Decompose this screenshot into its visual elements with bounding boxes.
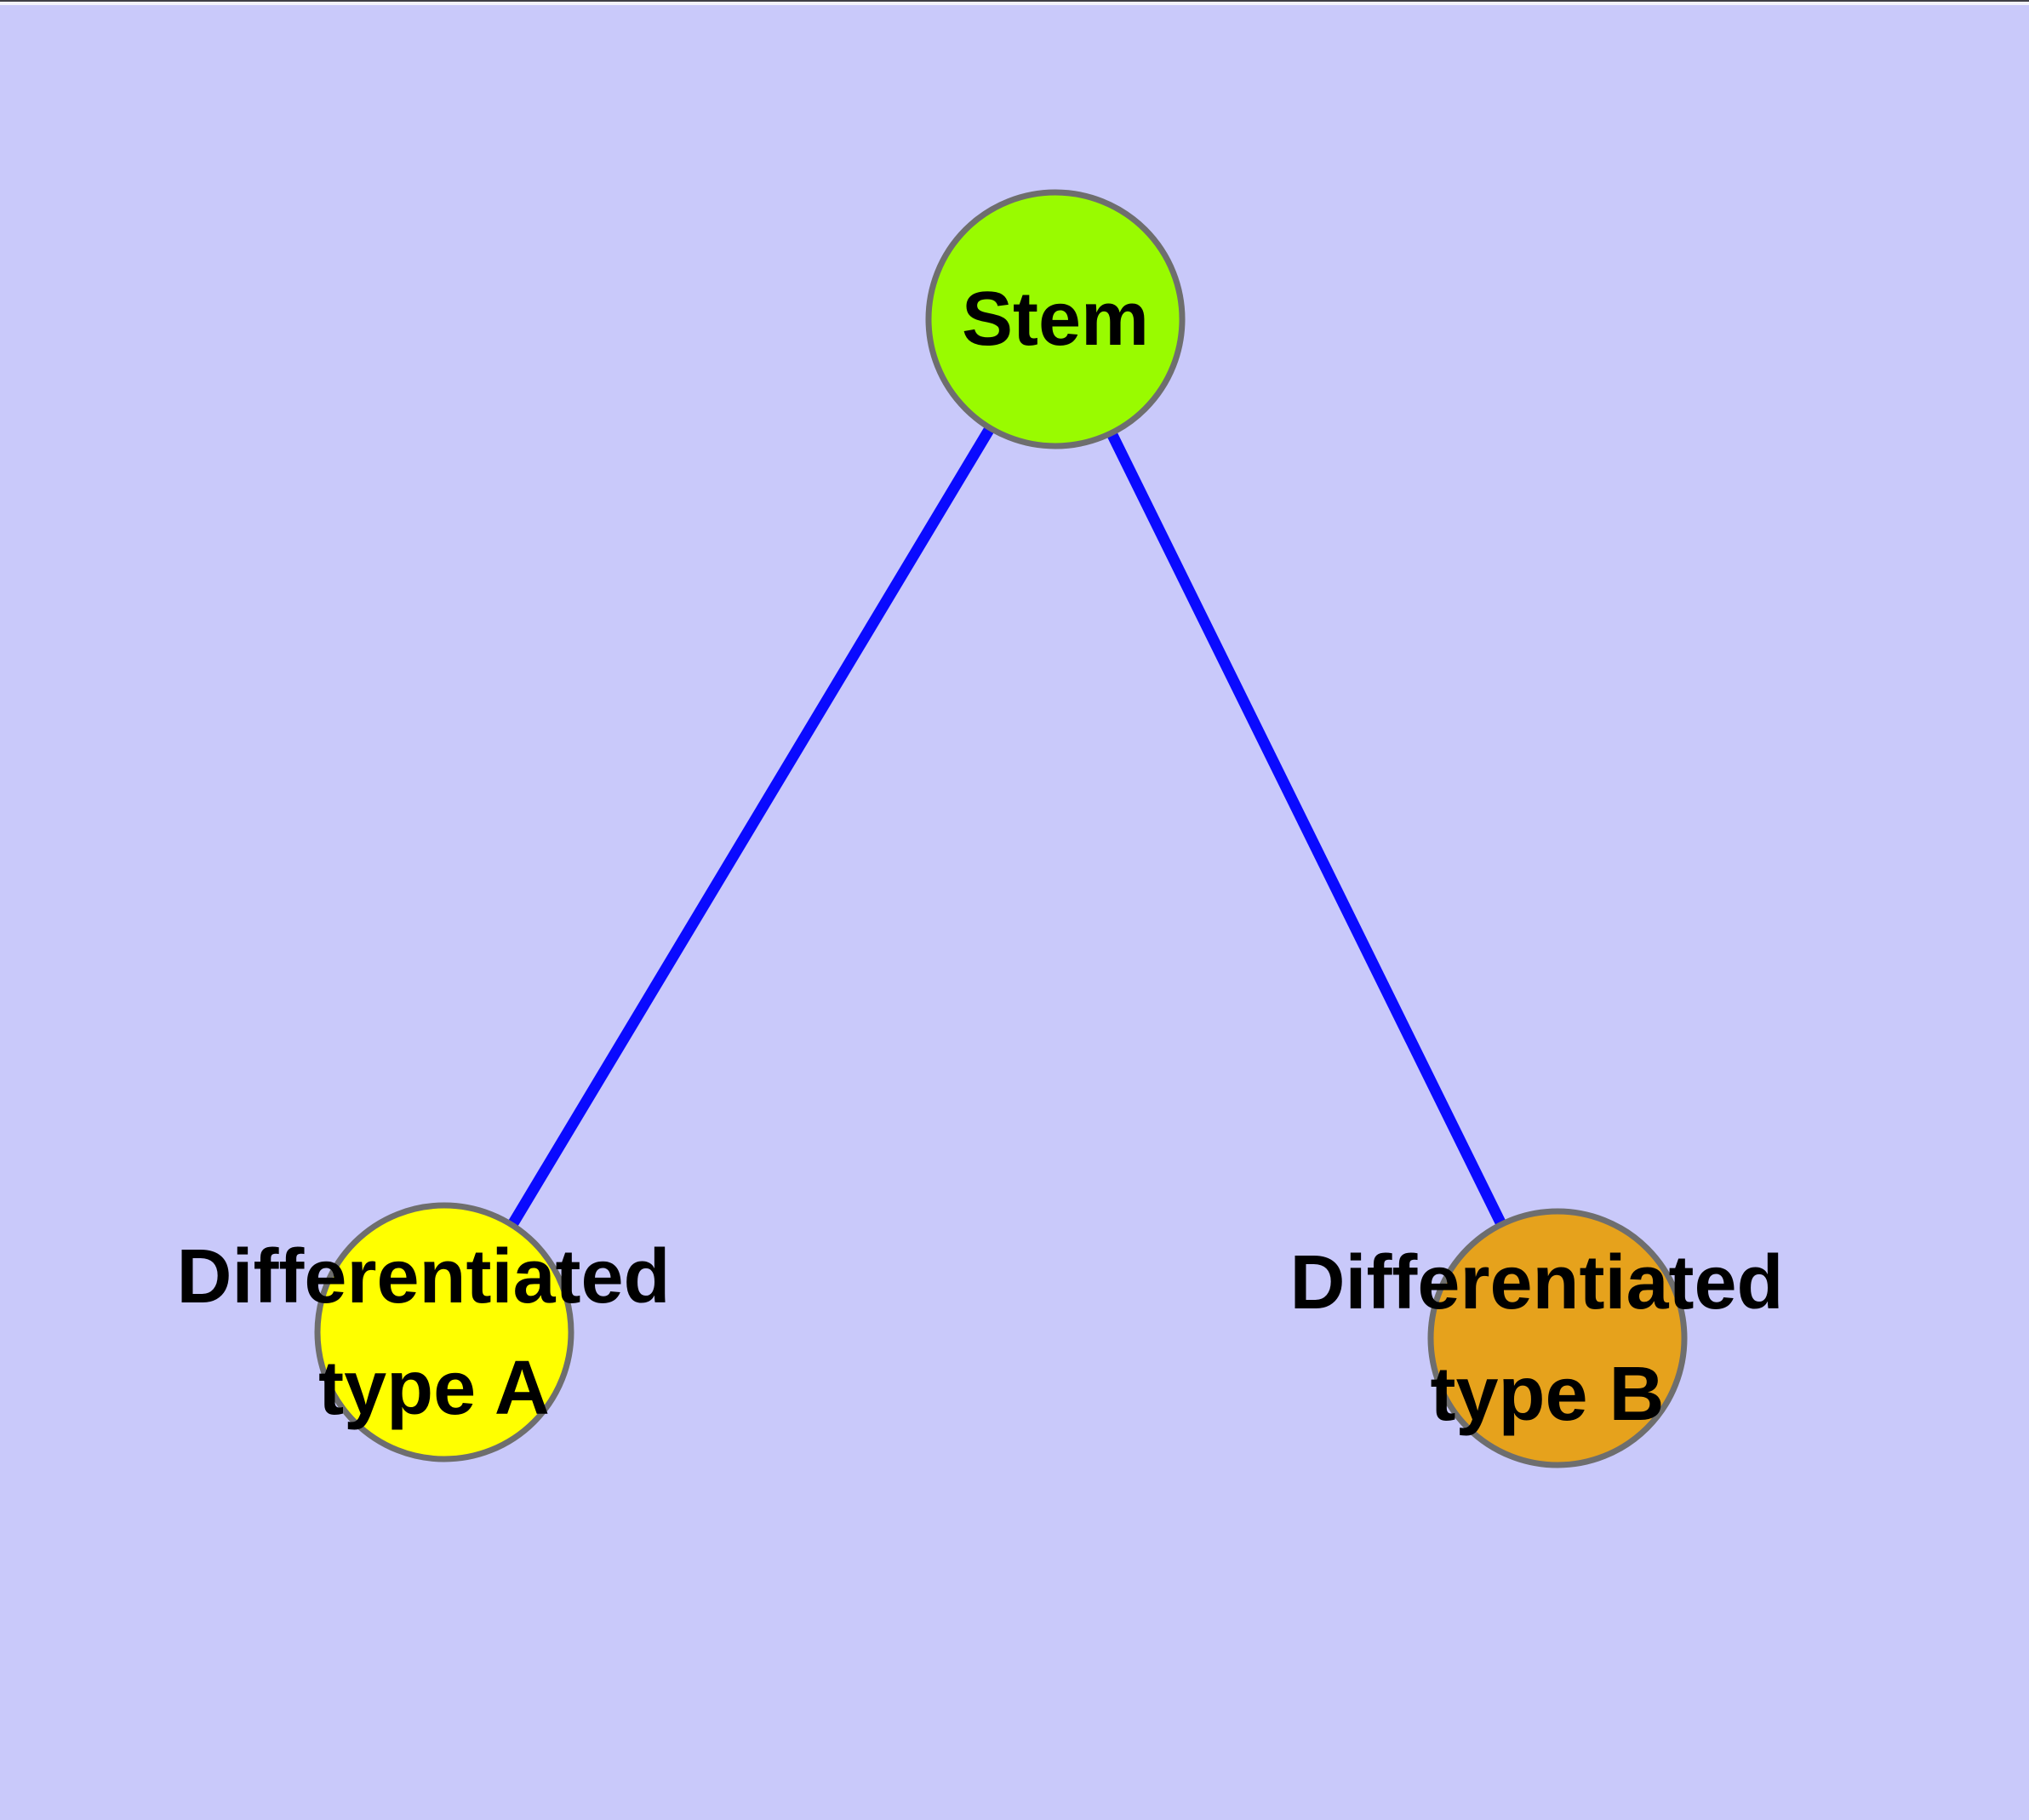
node-stem-circle bbox=[925, 189, 1186, 449]
node-differentiated-type-b-label: Differentiated type B bbox=[1289, 1240, 1804, 1437]
edge-stem-to-type-a[interactable] bbox=[442, 316, 1060, 1337]
node-differentiated-type-b-circle bbox=[1427, 1208, 1688, 1468]
node-differentiated-type-a-label: Differentiated type A bbox=[176, 1234, 691, 1431]
node-differentiated-type-a[interactable]: Differentiated type A bbox=[176, 1202, 691, 1462]
node-stem[interactable]: Stem bbox=[925, 189, 1186, 449]
edge-stem-to-type-b[interactable] bbox=[1050, 317, 1563, 1341]
window-top-edge-line bbox=[0, 0, 2029, 2]
node-differentiated-type-b[interactable]: Differentiated type B bbox=[1289, 1208, 1804, 1468]
node-differentiated-type-b-label-line1: Differentiated bbox=[1289, 1240, 1783, 1325]
node-differentiated-type-a-label-line1: Differentiated bbox=[176, 1234, 670, 1319]
node-stem-label: Stem bbox=[962, 277, 1149, 362]
node-differentiated-type-b-label-line2: type B bbox=[1430, 1352, 1664, 1437]
node-differentiated-type-a-label-line2: type A bbox=[318, 1346, 550, 1431]
window-top-edge-strip bbox=[0, 2, 2029, 5]
node-differentiated-type-a-circle bbox=[314, 1202, 574, 1462]
